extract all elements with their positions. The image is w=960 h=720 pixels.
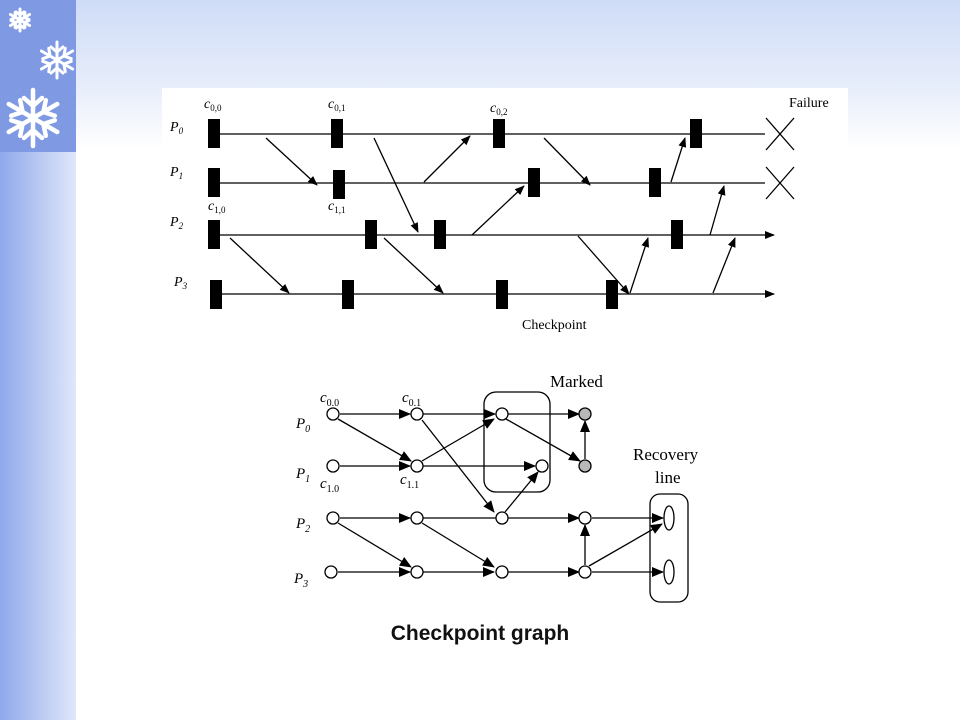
- graph-process-label-p3: P3: [293, 571, 308, 590]
- checkpoint-label-c01: c0,1: [328, 97, 345, 113]
- recovery-line-box: [649, 493, 689, 603]
- marked-node-p1: [578, 459, 592, 473]
- process-label-p2: P2: [169, 215, 184, 231]
- checkpoint-caption: Checkpoint: [522, 318, 587, 333]
- failure-label: Failure: [789, 96, 829, 111]
- graph-process-label-p1: P1: [295, 466, 310, 485]
- graph-nodes: [324, 407, 675, 585]
- process-label-p3: P3: [173, 275, 188, 291]
- message-arrows: [229, 135, 736, 295]
- graph-edges: [337, 409, 664, 577]
- checkpoint-label-c02: c0,2: [490, 101, 507, 117]
- recovery-node-p3: [663, 559, 675, 585]
- node-label-c10: c1.0: [320, 476, 339, 495]
- recovery-label-line1: Recovery: [633, 445, 699, 464]
- checkpoint-label-c00: c0,0: [204, 97, 222, 113]
- checkpoint-label-c10: c1,0: [208, 199, 226, 215]
- marked-label: Marked: [550, 372, 603, 391]
- slide-caption: Checkpoint graph: [390, 622, 570, 645]
- marked-node-p0: [578, 407, 592, 421]
- node-label-c01: c0.1: [402, 390, 421, 409]
- node-label-c11: c1.1: [400, 472, 419, 491]
- graph-process-label-p0: P0: [295, 416, 310, 435]
- graph-process-label-p2: P2: [295, 516, 310, 535]
- failure-cross-p0: [765, 117, 795, 151]
- checkpoint-graph-svg: P0 P1 P2 P3 c0.0 c0.1 c1.0 c1.1 Marked R…: [293, 372, 699, 603]
- process-label-p1: P1: [169, 165, 183, 181]
- process-label-p0: P0: [169, 120, 184, 136]
- recovery-node-p2: [663, 505, 675, 531]
- marked-group-box: [483, 391, 551, 493]
- checkpoint-blocks: [208, 119, 702, 309]
- checkpoint-graph-diagram: P0 P1 P2 P3 c0.0 c0.1 c1.0 c1.1 Marked R…: [282, 362, 722, 612]
- process-timeline-diagram: P0 P1 P2 P3 c0,0 c0,1 c0,2 c1,0 c1,1 Fai…: [162, 88, 848, 340]
- node-label-c00: c0.0: [320, 390, 339, 409]
- snowflake-icon: [6, 7, 75, 149]
- recovery-label-line2: line: [655, 468, 681, 487]
- failure-cross-p1: [765, 166, 795, 200]
- snowflake-corner: [0, 0, 76, 152]
- checkpoint-label-c11: c1,1: [328, 199, 345, 215]
- timeline-svg: P0 P1 P2 P3 c0,0 c0,1 c0,2 c1,0 c1,1 Fai…: [169, 96, 829, 333]
